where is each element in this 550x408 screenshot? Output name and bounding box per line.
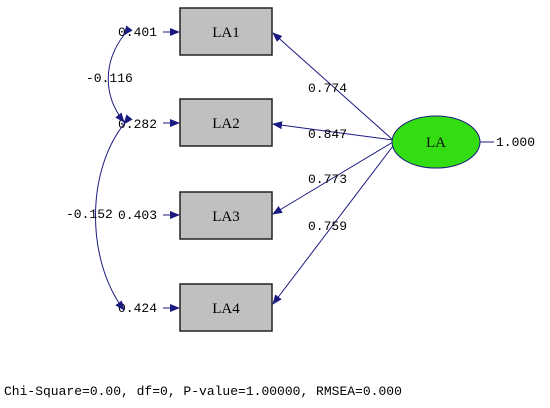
indicator-la2: LA2 [179,98,273,147]
loading-path-la4 [272,145,394,305]
indicator-box [179,283,273,332]
error-covariance-arc-la2-la4 [95,114,133,311]
loading-path-la1 [272,32,394,141]
loading-path-la2 [272,121,394,141]
indicator-label: LA4 [212,301,240,317]
indicator-box [179,98,273,147]
loading-value-la2: 0.847 [308,127,347,142]
error-covariance-value-la1-la2: -0.116 [86,71,133,86]
loading-value-la3: 0.773 [308,172,347,187]
indicator-la4: LA4 [179,283,273,332]
error-value-la1: 0.401 [118,25,157,40]
indicator-label: LA2 [212,116,240,132]
error-covariance-value-la2-la4: -0.152 [66,207,113,222]
latent-variance-value: 1.000 [496,135,535,150]
indicator-label: LA1 [212,25,240,41]
loading-value-la4: 0.759 [308,219,347,234]
indicator-la1: LA1 [179,7,273,56]
error-value-la4: 0.424 [118,301,157,316]
latent-label: LA [426,135,446,151]
loading-value-la1: 0.774 [308,81,347,96]
error-value-la3: 0.403 [118,208,157,223]
indicator-la3: LA3 [179,191,273,240]
indicator-label: LA3 [212,209,240,225]
fit-statistics: Chi-Square=0.00, df=0, P-value=1.00000, … [4,384,402,399]
latent-variable-la: LA [391,115,481,169]
indicator-box [179,191,273,240]
loading-path-la3 [272,141,394,215]
error-covariance-arc-la1-la2 [107,25,133,123]
indicator-box [179,7,273,56]
